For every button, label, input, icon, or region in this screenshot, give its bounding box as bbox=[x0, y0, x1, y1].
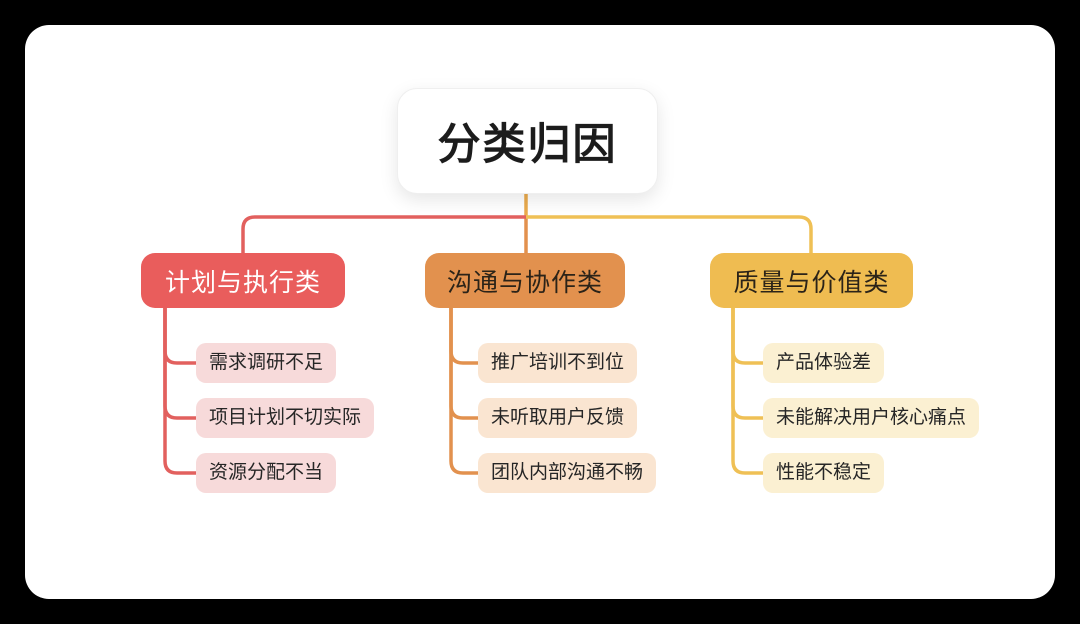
child-node-planning-1: 需求调研不足 bbox=[196, 343, 337, 383]
child-node-quality-1: 产品体验差 bbox=[763, 343, 885, 383]
child-node-communication-2: 未听取用户反馈 bbox=[478, 398, 638, 438]
child-node-communication-3: 团队内部沟通不畅 bbox=[478, 453, 657, 493]
branch-node-communication: 沟通与协作类 bbox=[425, 253, 625, 308]
child-node-communication-1: 推广培训不到位 bbox=[478, 343, 638, 383]
root-node-title: 分类归因 bbox=[397, 88, 658, 194]
child-node-quality-2: 未能解决用户核心痛点 bbox=[763, 398, 980, 438]
branch-node-planning: 计划与执行类 bbox=[141, 253, 345, 308]
child-node-quality-3: 性能不稳定 bbox=[763, 453, 885, 493]
child-node-planning-2: 项目计划不切实际 bbox=[196, 398, 375, 438]
child-node-planning-3: 资源分配不当 bbox=[196, 453, 337, 493]
branch-node-quality: 质量与价值类 bbox=[710, 253, 913, 308]
